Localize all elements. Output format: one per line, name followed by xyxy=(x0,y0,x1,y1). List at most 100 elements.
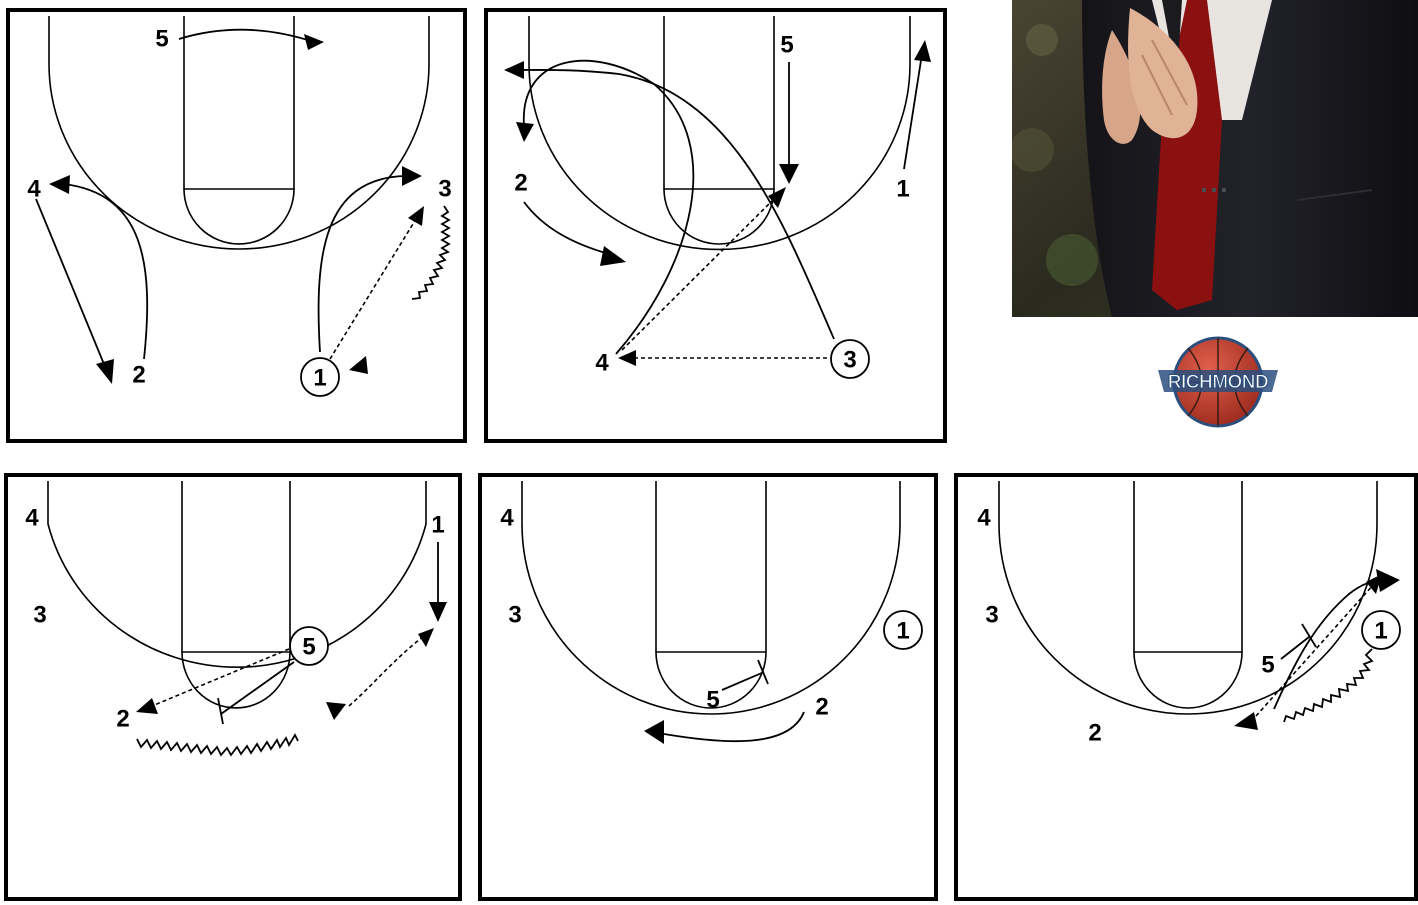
player-3: 3 xyxy=(508,601,521,628)
svg-text:5: 5 xyxy=(155,25,168,52)
arrowhead xyxy=(600,246,626,266)
svg-text:1: 1 xyxy=(431,511,444,538)
screen-bar xyxy=(758,660,768,684)
svg-text:3: 3 xyxy=(843,346,856,373)
player-3-ball: 3 xyxy=(831,340,869,378)
player-2: 2 xyxy=(815,693,828,720)
half-court-lines xyxy=(49,16,429,249)
player-2: 2 xyxy=(132,361,145,388)
player-3: 3 xyxy=(438,175,451,202)
screen-bar xyxy=(1302,624,1316,647)
half-court-lines xyxy=(522,481,900,714)
coach-photo-art xyxy=(1012,0,1418,317)
arrowhead xyxy=(516,122,534,142)
svg-text:2: 2 xyxy=(1088,719,1101,746)
arrowhead xyxy=(504,61,524,79)
coach-photo xyxy=(1012,0,1418,317)
half-court-lines xyxy=(999,481,1377,714)
player-3: 3 xyxy=(33,601,46,628)
diagram-1: 5 4 3 2 1 xyxy=(6,8,467,443)
player-5: 5 xyxy=(780,31,793,58)
cut-1-up xyxy=(904,54,922,169)
arrowhead xyxy=(779,164,799,184)
svg-text:1: 1 xyxy=(896,617,909,644)
svg-text:2: 2 xyxy=(514,169,527,196)
arrowhead xyxy=(408,206,424,226)
arrowhead xyxy=(418,628,434,647)
svg-text:4: 4 xyxy=(595,349,609,376)
arrowhead xyxy=(618,350,636,366)
player-2: 2 xyxy=(1088,719,1101,746)
arrowhead xyxy=(96,359,114,384)
half-court-lines xyxy=(529,16,910,249)
player-4: 4 xyxy=(500,504,514,531)
player-5: 5 xyxy=(155,25,168,52)
svg-text:5: 5 xyxy=(302,633,315,660)
diagram-4-canvas: 4 3 1 5 2 xyxy=(482,477,942,905)
arrowhead xyxy=(429,602,447,622)
player-1-ball: 1 xyxy=(301,358,339,396)
diagram-2: 5 2 1 4 3 xyxy=(484,8,947,443)
cut-2-to-4 xyxy=(64,184,147,359)
svg-text:4: 4 xyxy=(977,504,991,531)
svg-text:2: 2 xyxy=(815,693,828,720)
diagram-4: 4 3 1 5 2 xyxy=(478,473,938,901)
player-4: 4 xyxy=(25,504,39,531)
arrowhead xyxy=(1234,712,1258,730)
player-5-ball: 5 xyxy=(290,627,328,665)
half-court-lines xyxy=(48,481,426,708)
svg-text:2: 2 xyxy=(116,705,129,732)
pass-1-to-3 xyxy=(330,219,416,359)
player-4: 4 xyxy=(27,175,41,202)
player-1-ball: 1 xyxy=(1362,611,1400,649)
player-1: 1 xyxy=(431,511,444,538)
cut-2-under xyxy=(664,712,804,741)
pass-4-to-5 xyxy=(622,199,774,350)
player-5: 5 xyxy=(1261,651,1274,678)
arrowhead xyxy=(644,720,664,744)
arrowhead xyxy=(49,175,70,194)
dribble-2 xyxy=(137,735,298,755)
player-5: 5 xyxy=(706,686,719,713)
player-1-ball: 1 xyxy=(884,611,922,649)
arrowhead xyxy=(349,356,368,374)
svg-text:3: 3 xyxy=(508,601,521,628)
svg-text:5: 5 xyxy=(780,31,793,58)
cut-3-top-to-corner xyxy=(516,70,834,339)
svg-text:5: 5 xyxy=(706,686,719,713)
pass-to-1 xyxy=(349,636,424,706)
diagram-5-canvas: 4 3 1 5 2 xyxy=(958,477,1418,905)
arrowhead xyxy=(402,166,422,186)
svg-text:1: 1 xyxy=(313,364,326,391)
svg-text:3: 3 xyxy=(438,175,451,202)
svg-text:4: 4 xyxy=(500,504,514,531)
player-1: 1 xyxy=(896,175,909,202)
svg-text:4: 4 xyxy=(27,175,41,202)
diagram-3: 4 3 1 5 2 xyxy=(4,473,462,901)
richmond-logo-art: RICHMOND xyxy=(1148,330,1288,430)
player-2: 2 xyxy=(514,169,527,196)
player-3: 3 xyxy=(985,601,998,628)
cut-2-to-lane xyxy=(524,202,609,254)
player-4: 4 xyxy=(595,349,609,376)
screen-bar xyxy=(218,698,223,724)
arrowhead xyxy=(326,702,346,720)
screen-5-for-2 xyxy=(221,662,294,714)
pass-1-to-5 xyxy=(1256,584,1374,716)
diagram-3-canvas: 4 3 1 5 2 xyxy=(8,477,466,905)
arrowhead xyxy=(914,40,931,62)
logo-text: RICHMOND xyxy=(1168,372,1269,393)
diagram-2-canvas: 5 2 1 4 3 xyxy=(488,12,951,447)
cut-4-to-2 xyxy=(36,199,106,369)
diagram-1-canvas: 5 4 3 2 1 xyxy=(10,12,471,447)
svg-text:3: 3 xyxy=(985,601,998,628)
arrowhead xyxy=(136,698,158,714)
richmond-logo: RICHMOND xyxy=(1148,330,1288,430)
svg-text:2: 2 xyxy=(132,361,145,388)
player-4: 4 xyxy=(977,504,991,531)
svg-text:5: 5 xyxy=(1261,651,1274,678)
svg-text:3: 3 xyxy=(33,601,46,628)
arrowhead xyxy=(304,34,324,50)
cut-4-loop xyxy=(524,61,694,354)
cut-1-to-3 xyxy=(319,176,404,352)
